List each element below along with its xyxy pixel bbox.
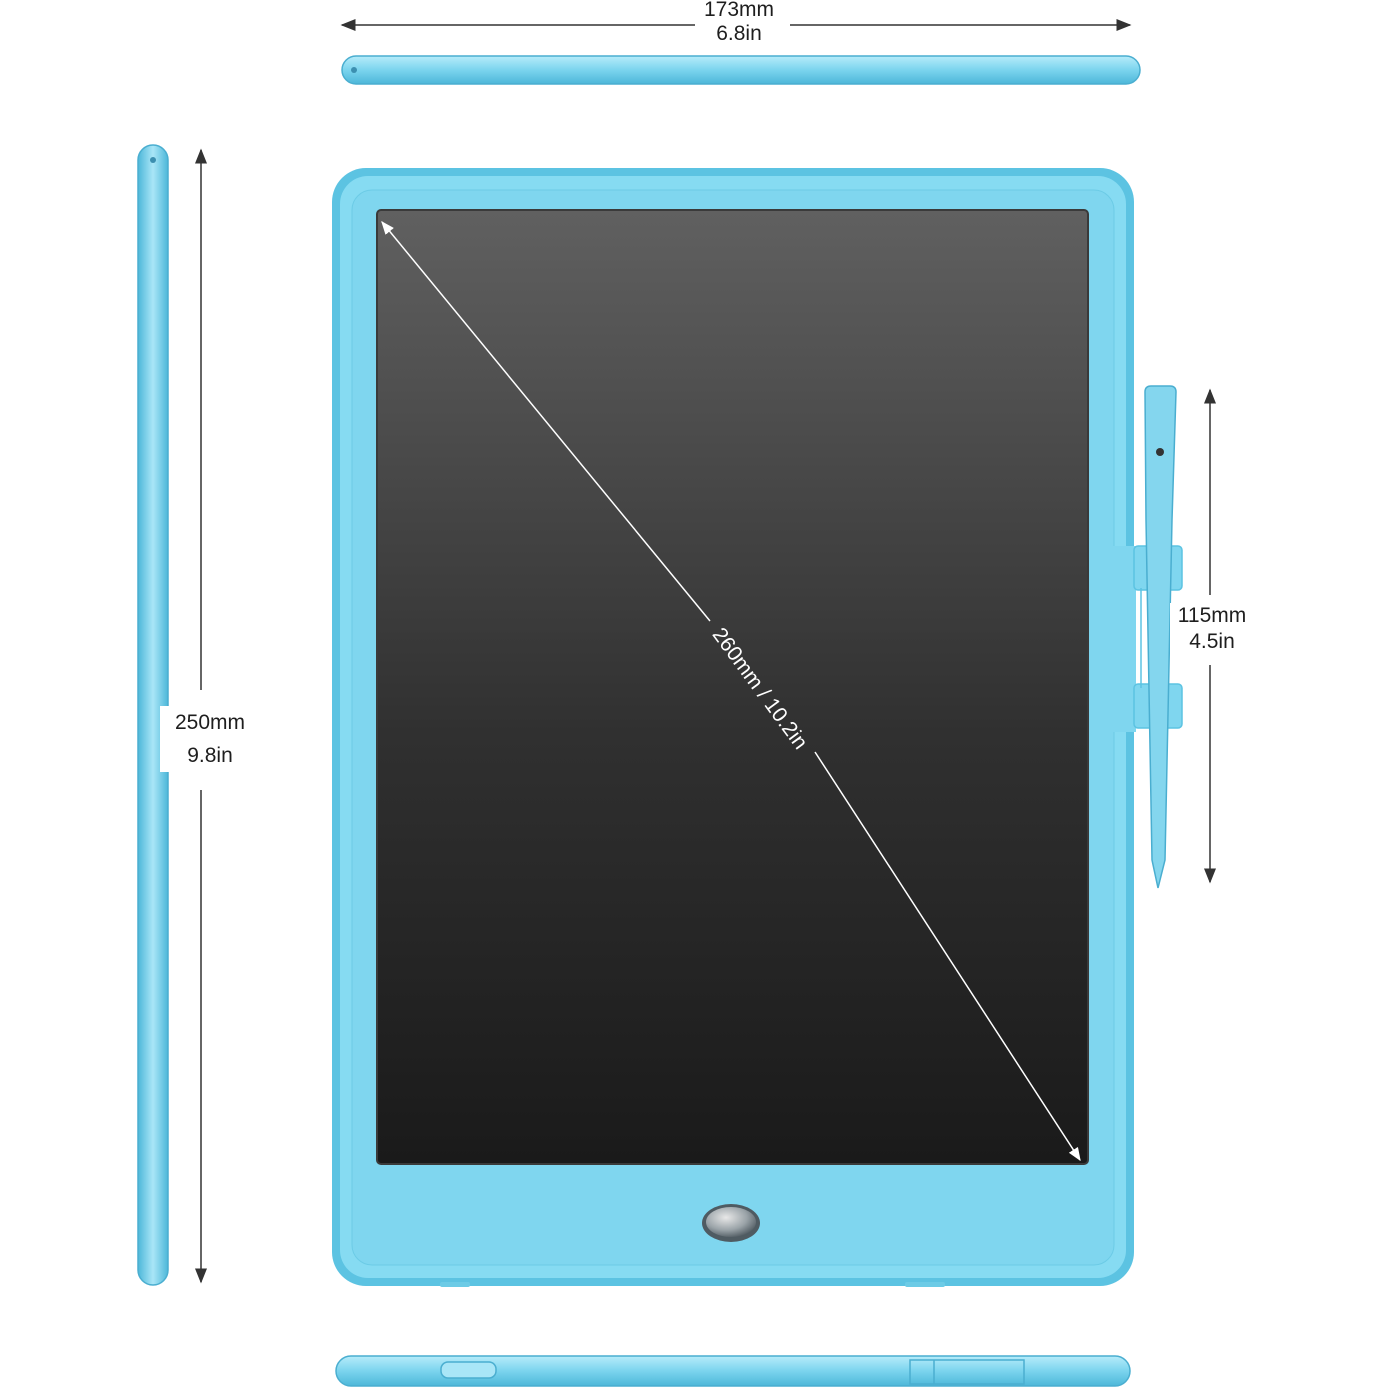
width-label: 173mm 6.8in — [696, 0, 782, 46]
diagonal-dimension-arrow — [381, 220, 1081, 1162]
writing-tablet — [332, 168, 1136, 1287]
width-in: 6.8in — [716, 22, 762, 45]
stylus — [1133, 385, 1183, 889]
erase-button-icon — [702, 1204, 760, 1242]
width-mm: 173mm — [703, 0, 775, 21]
bottom-edge-view — [335, 1355, 1131, 1387]
height-label: 250mm 9.8in — [160, 706, 260, 772]
stylus-label: 115mm 4.5in — [1170, 603, 1254, 655]
height-mm: 250mm — [174, 711, 246, 734]
slide-switch-icon — [440, 1361, 497, 1379]
stylus-mm: 115mm — [1177, 604, 1247, 627]
height-in: 9.8in — [187, 744, 233, 767]
stylus-in: 4.5in — [1189, 630, 1235, 653]
top-edge-view — [341, 55, 1141, 85]
lcd-screen — [376, 209, 1089, 1165]
